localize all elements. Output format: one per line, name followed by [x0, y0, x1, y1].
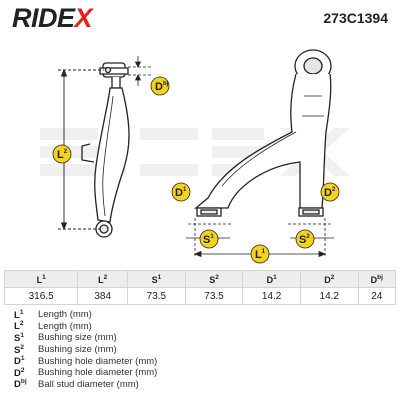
brand-logo: RIDEX — [12, 3, 93, 34]
spec-header-cell: S2 — [184, 270, 244, 288]
legend-item: L1 Length (mm) — [14, 309, 394, 321]
spec-header-cell: Dbj — [357, 270, 397, 288]
spec-header-cell: S1 — [127, 270, 186, 288]
spec-value-cell: 384 — [77, 287, 129, 305]
brand-logo-x: X — [74, 3, 93, 33]
dbj-dimension — [128, 56, 152, 86]
spec-table-value-row: 316.5 384 73.5 73.5 14.2 14.2 24 — [3, 287, 397, 305]
svg-text:S1: S1 — [203, 234, 214, 246]
brand-logo-text: RIDE — [12, 3, 75, 33]
front-view — [194, 49, 332, 217]
drawing-svg: Dbj L2 D1 D2 S1 S2 L1 — [40, 49, 350, 264]
legend-item: S1 Bushing size (mm) — [14, 332, 394, 344]
legend-code: S2 — [14, 343, 24, 356]
s2-sup: 2 — [306, 234, 310, 240]
side-view — [81, 62, 130, 238]
d2-main: D — [324, 187, 332, 199]
svg-text:D2: D2 — [324, 187, 336, 199]
d1-sup: 1 — [183, 187, 187, 193]
spec-value-cell: 14.2 — [242, 287, 301, 305]
badge-d2: D2 — [320, 182, 340, 202]
technical-drawing: Dbj L2 D1 D2 S1 S2 L1 — [0, 36, 400, 264]
s1-sup: 1 — [210, 234, 214, 240]
spec-header-cell: L1 — [3, 270, 79, 288]
spec-value-cell: 14.2 — [299, 287, 359, 305]
dbj-sup: bj — [163, 81, 169, 87]
svg-text:S2: S2 — [299, 234, 310, 246]
legend-desc: Bushing size (mm) — [38, 344, 117, 356]
svg-text:L1: L1 — [255, 249, 266, 261]
d1-main: D — [175, 187, 183, 199]
s1-main: S — [203, 234, 210, 246]
spec-value-cell: 316.5 — [3, 287, 79, 305]
legend-code: S1 — [14, 331, 24, 344]
l1-main: L — [255, 249, 262, 261]
d2-sup: 2 — [332, 187, 336, 193]
spec-header-cell: D1 — [242, 270, 301, 288]
l1-sup: 1 — [262, 249, 266, 255]
legend-desc: Bushing size (mm) — [38, 332, 117, 344]
spec-value-cell: 73.5 — [127, 287, 186, 305]
legend-desc: Ball stud diameter (mm) — [38, 378, 139, 390]
l2-sup: 2 — [64, 149, 68, 155]
legend-desc: Bushing hole diameter (mm) — [38, 355, 158, 367]
spec-table-header-row: L1 L2 S1 S2 D1 D2 Dbj — [3, 270, 397, 288]
spec-header-cell: D2 — [299, 270, 359, 288]
legend-item: S2 Bushing size (mm) — [14, 344, 394, 356]
part-number: 273C1394 — [323, 10, 388, 26]
legend-code: D1 — [14, 355, 25, 368]
legend-item: L2 Length (mm) — [14, 320, 394, 333]
legend-code: L2 — [14, 320, 24, 333]
badge-d1: D1 — [171, 182, 191, 202]
badge-dbj: Dbj — [150, 76, 170, 96]
legend-item: D2 Bushing hole diameter (mm) — [14, 367, 394, 379]
legend-item: D1 Bushing hole diameter (mm) — [14, 355, 394, 367]
legend-code: Dbj — [14, 378, 27, 391]
svg-text:D1: D1 — [175, 187, 187, 199]
header: RIDEX 273C1394 — [0, 0, 400, 36]
badge-s1: S1 — [199, 229, 219, 249]
legend-desc: Length (mm) — [38, 309, 92, 321]
spec-value-cell: 24 — [357, 287, 397, 305]
legend-code: D2 — [14, 366, 25, 379]
legend-desc: Length (mm) — [38, 320, 92, 332]
badge-l1: L1 — [250, 244, 270, 264]
spec-table: L1 L2 S1 S2 D1 D2 Dbj 316.5 384 73.5 73.… — [3, 270, 397, 305]
dbj-main: D — [155, 81, 163, 93]
badge-s2: S2 — [295, 229, 315, 249]
svg-text:L2: L2 — [57, 149, 68, 161]
legend-code: L1 — [14, 308, 24, 321]
legend-item: Dbj Ball stud diameter (mm) — [14, 378, 394, 391]
legend-desc: Bushing hole diameter (mm) — [38, 367, 158, 379]
s2-main: S — [299, 234, 306, 246]
svg-text:Dbj: Dbj — [155, 81, 169, 93]
badge-l2: L2 — [52, 144, 72, 164]
spec-value-cell: 73.5 — [184, 287, 244, 305]
l2-main: L — [57, 149, 64, 161]
spec-header-cell: L2 — [77, 270, 129, 288]
